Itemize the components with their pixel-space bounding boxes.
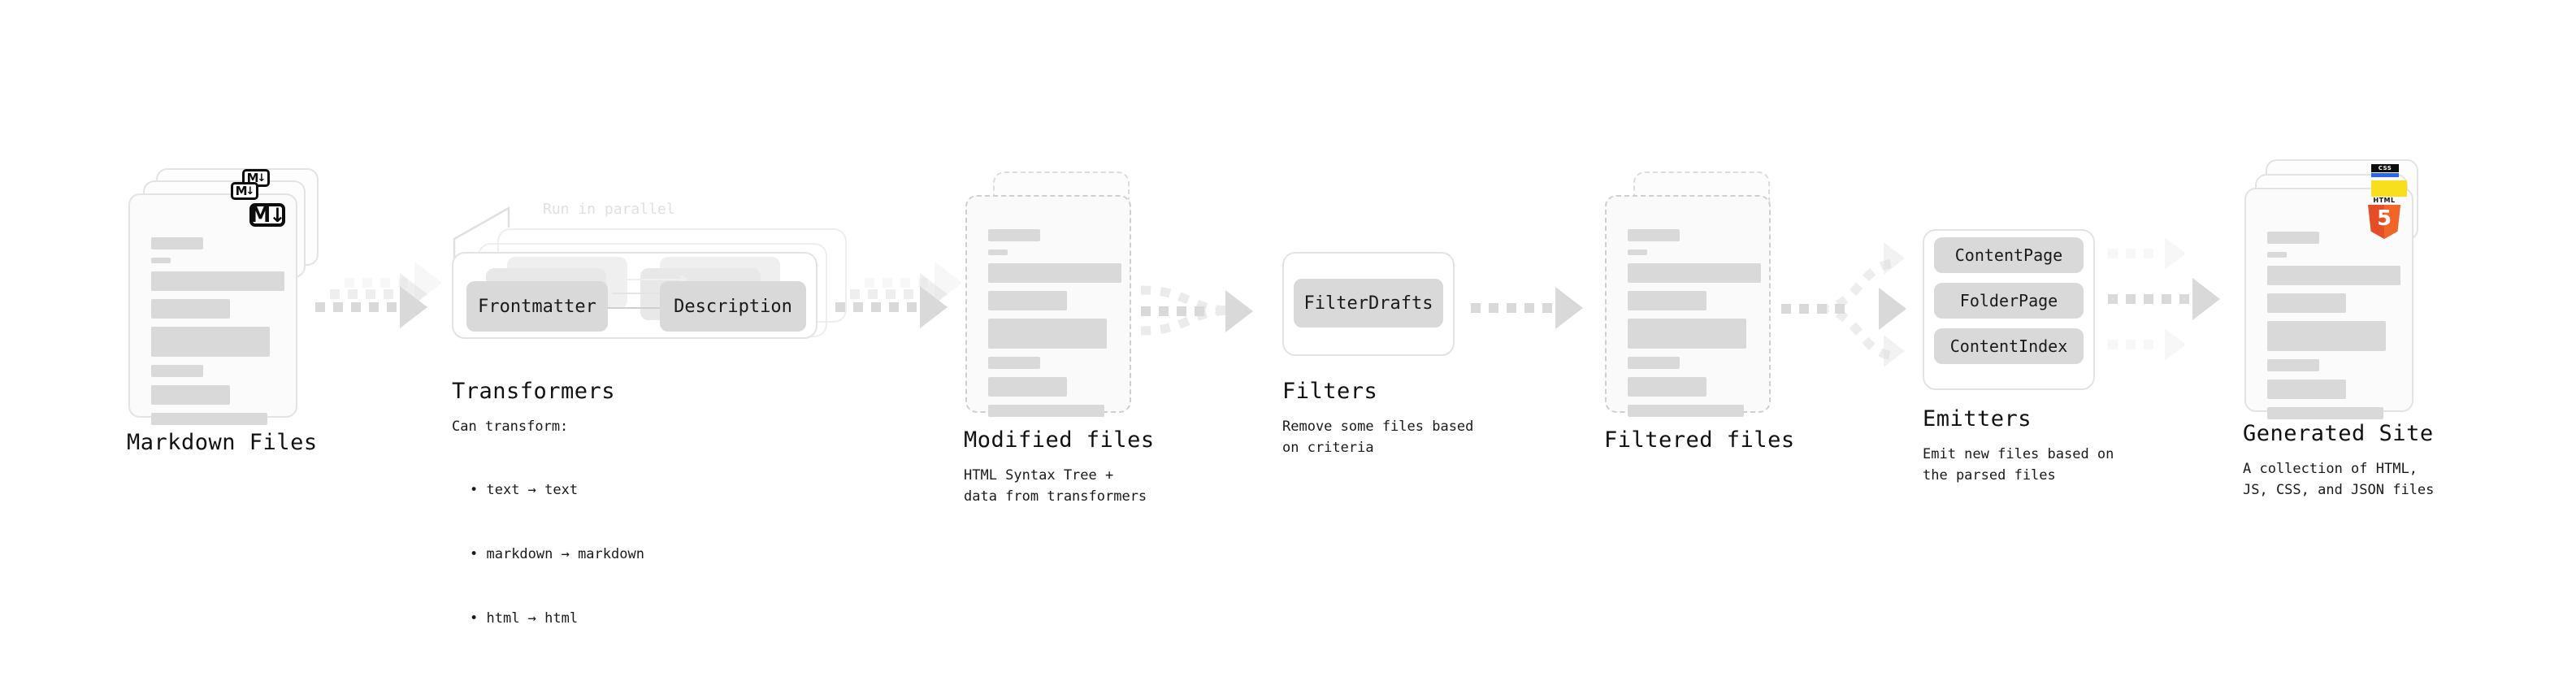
transformer-inner-arrow-back (616, 275, 688, 284)
markdown-files-title: Markdown Files (127, 430, 318, 455)
html5-icon: HTML 5 (2366, 197, 2402, 239)
flow-split-curves (1818, 258, 1897, 361)
generated-site-subtitle: A collection of HTML, JS, CSS, and JSON … (2243, 461, 2435, 499)
transformer-chip-description[interactable]: Description (660, 281, 806, 332)
emitter-chip-contentindex-label: ContentIndex (1949, 336, 2068, 356)
markdown-icon-mid: M↓ (231, 182, 258, 200)
emitter-chip-folderpage-label: FolderPage (1959, 291, 2058, 310)
filter-chip-filterdrafts-label: FilterDrafts (1303, 293, 1433, 314)
transformers-bullet-list: • text → text • markdown → markdown • ht… (470, 436, 738, 650)
flow-arrow-1 (315, 262, 442, 337)
html5-icon-label: HTML (2373, 197, 2396, 204)
flow-arrow-4 (1471, 287, 1593, 329)
flow-arrow-3-merge (1141, 272, 1271, 345)
emitter-chip-contentindex[interactable]: ContentIndex (1934, 328, 2084, 364)
run-in-parallel-bracket (453, 206, 510, 270)
transformers-bullet-2: • html → html (470, 609, 579, 627)
emitter-chip-contentpage[interactable]: ContentPage (1934, 237, 2084, 273)
emitter-chip-contentpage-label: ContentPage (1954, 245, 2063, 265)
transformer-chip-frontmatter[interactable]: Frontmatter (466, 281, 608, 332)
emitters-subtitle: Emit new files based on the parsed files (1923, 446, 2114, 484)
markdown-file-card-front (128, 193, 297, 425)
flow-arrow-5-split (1781, 242, 1919, 390)
html5-icon-shield-inner (2384, 205, 2400, 239)
css3-icon: CSS (2371, 164, 2399, 177)
transformers-bullet-0: • text → text (470, 481, 579, 498)
run-in-parallel-label: Run in parallel (543, 201, 675, 218)
transformers-subtitle: Can transform: (452, 419, 569, 435)
flow-arrow-6 (2108, 237, 2238, 384)
emitter-chip-folderpage[interactable]: FolderPage (1934, 283, 2084, 319)
filters-title: Filters (1282, 379, 1378, 404)
filter-chip-filterdrafts[interactable]: FilterDrafts (1294, 279, 1443, 327)
filters-subtitle: Remove some files based on criteria (1282, 419, 1474, 457)
flow-arrow-2 (835, 262, 962, 337)
flow-merge-curves (1141, 285, 1231, 336)
transformers-bullet-1: • markdown → markdown (470, 545, 644, 562)
transformers-title: Transformers (452, 379, 616, 404)
transformer-chip-frontmatter-label: Frontmatter (478, 296, 596, 317)
generated-site-skeleton (2246, 189, 2412, 419)
css3-icon-bar (2371, 173, 2399, 177)
generated-site-card-html (2244, 188, 2413, 419)
markdown-icon: M ↓ (249, 202, 286, 228)
css3-icon-label: CSS (2371, 164, 2399, 172)
html5-icon-digit: 5 (2376, 206, 2392, 231)
filtered-files-title: Filtered files (1604, 427, 1795, 453)
modified-file-card-front (965, 195, 1131, 417)
markdown-file-skeleton (130, 195, 296, 425)
filtered-file-card-front (1605, 195, 1771, 417)
transformer-chip-description-label: Description (674, 296, 792, 317)
modified-files-title: Modified files (964, 427, 1155, 453)
modified-file-skeleton (967, 197, 1130, 417)
modified-files-subtitle: HTML Syntax Tree + data from transformer… (964, 467, 1147, 505)
filtered-file-skeleton (1607, 197, 1769, 417)
generated-site-title: Generated Site (2243, 421, 2434, 446)
javascript-icon (2371, 180, 2407, 197)
emitters-title: Emitters (1923, 406, 2032, 432)
